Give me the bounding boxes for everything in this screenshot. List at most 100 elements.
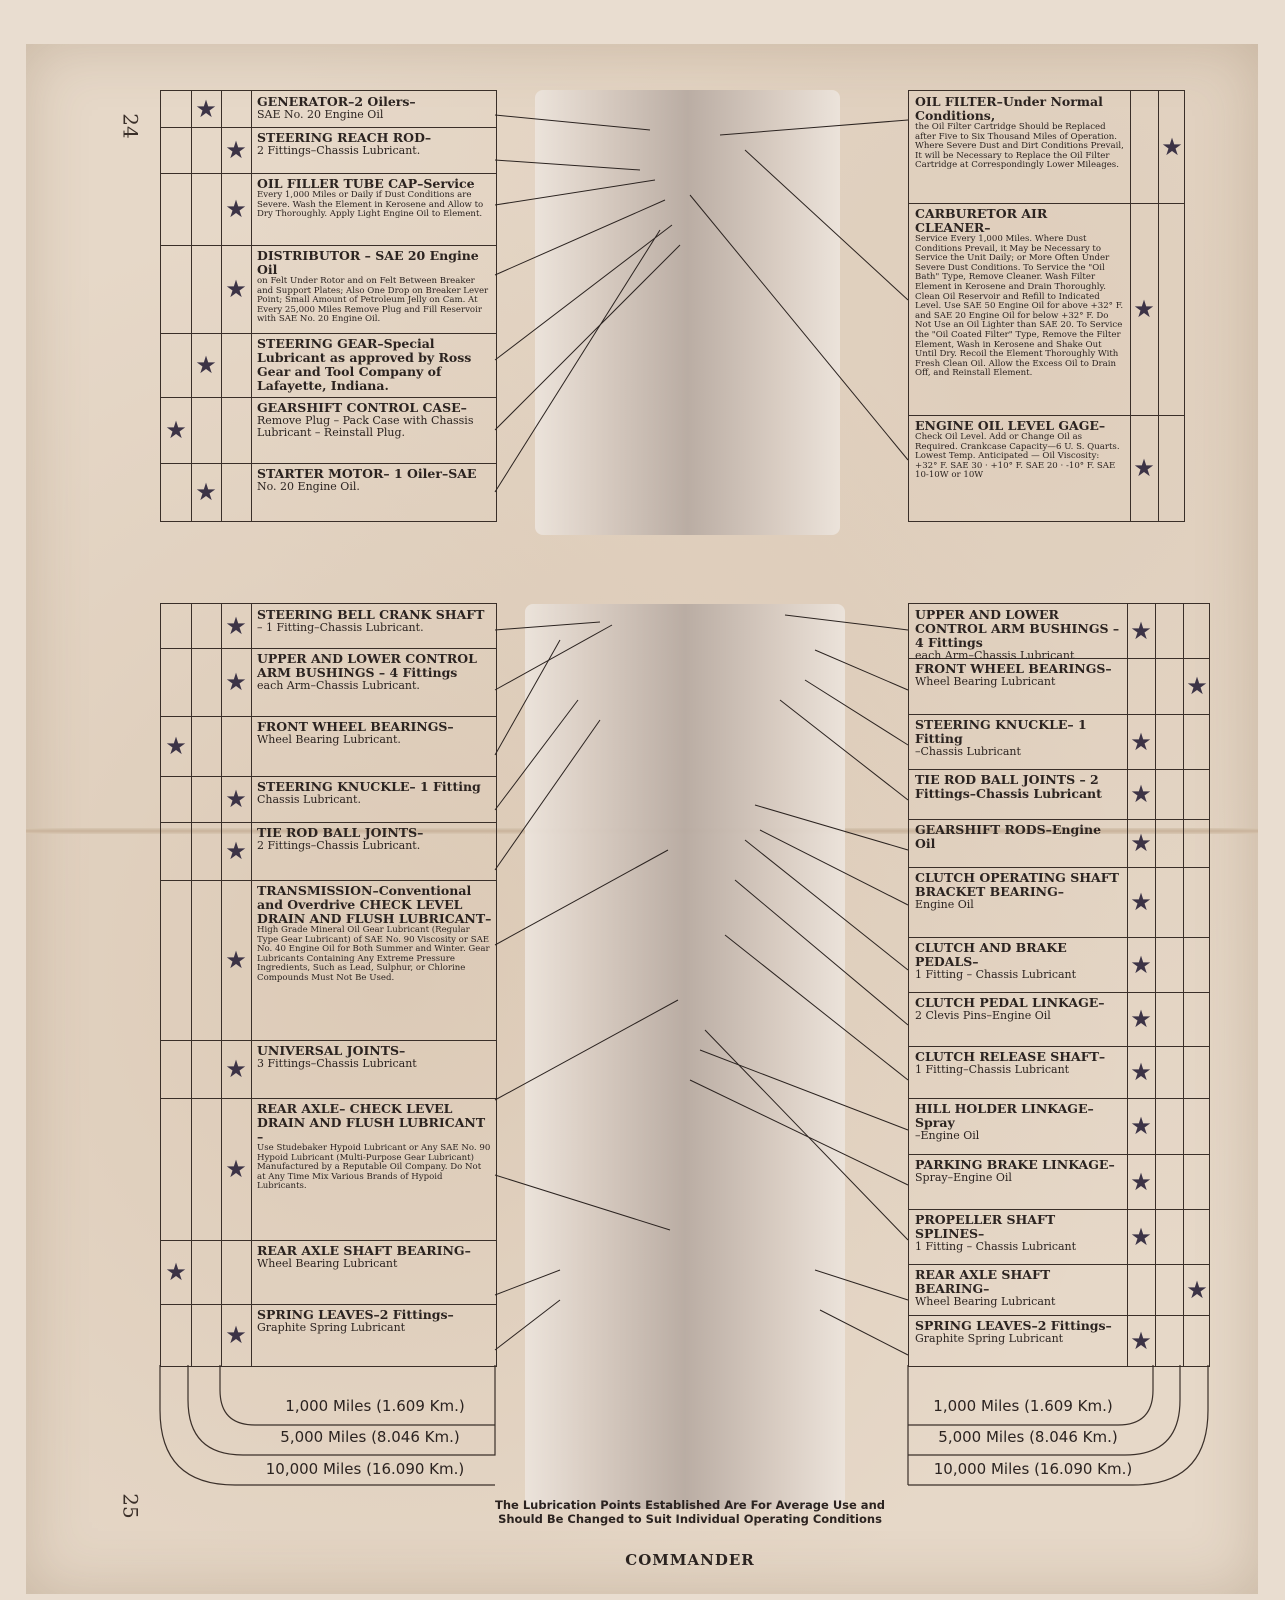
lubrication-title: UPPER AND LOWER CONTROL ARM BUSHINGS – 4… bbox=[257, 651, 477, 680]
service-interval-star-icon: ★ bbox=[225, 668, 247, 696]
lubrication-point-label: PROPELLER SHAFT SPLINES–1 Fitting – Chas… bbox=[909, 1209, 1127, 1264]
lubrication-point-label: UPPER AND LOWER CONTROL ARM BUSHINGS – 4… bbox=[909, 604, 1127, 662]
service-interval-star-icon: ★ bbox=[1130, 1112, 1152, 1140]
lubrication-row: SPRING LEAVES–2 Fittings–Graphite Spring… bbox=[161, 1304, 496, 1366]
lubrication-row: FRONT WHEEL BEARINGS–Wheel Bearing Lubri… bbox=[161, 716, 496, 777]
lubrication-point-label: UNIVERSAL JOINTS–3 Fittings–Chassis Lubr… bbox=[251, 1040, 498, 1098]
lubrication-row: GENERATOR–2 Oilers–SAE No. 20 Engine Oil… bbox=[161, 91, 496, 128]
lubrication-title: PARKING BRAKE LINKAGE– bbox=[915, 1157, 1115, 1172]
lubrication-row: REAR AXLE SHAFT BEARING–Wheel Bearing Lu… bbox=[909, 1264, 1209, 1316]
service-interval-star-icon: ★ bbox=[1130, 829, 1152, 857]
lubrication-desc: 1 Fitting – Chassis Lubricant bbox=[915, 968, 1077, 981]
lubrication-title: STARTER MOTOR– 1 Oiler–SAE bbox=[257, 466, 477, 481]
lubrication-desc: Remove Plug – Pack Case with Chassis Lub… bbox=[257, 414, 474, 439]
lubrication-desc: Spray–Engine Oil bbox=[915, 1171, 1012, 1184]
lubrication-row: TRANSMISSION–Conventional and Overdrive … bbox=[161, 880, 496, 1041]
lubrication-title: HILL HOLDER LINKAGE–Spray bbox=[915, 1101, 1094, 1130]
lubrication-desc: Wheel Bearing Lubricant bbox=[915, 675, 1056, 688]
lubrication-title: REAR AXLE SHAFT BEARING– bbox=[257, 1243, 471, 1258]
service-interval-star-icon: ★ bbox=[225, 837, 247, 865]
lubrication-row: CLUTCH RELEASE SHAFT–1 Fitting–Chassis L… bbox=[909, 1046, 1209, 1099]
lubrication-title: SPRING LEAVES–2 Fittings– bbox=[915, 1318, 1112, 1333]
service-interval-star-icon: ★ bbox=[1130, 1005, 1152, 1033]
lubrication-point-label: GEARSHIFT CONTROL CASE–Remove Plug – Pac… bbox=[251, 397, 498, 463]
lubrication-title: GENERATOR–2 Oilers– bbox=[257, 94, 416, 109]
lubrication-desc: 2 Clevis Pins–Engine Oil bbox=[915, 1009, 1051, 1022]
column-divider bbox=[191, 604, 192, 1366]
lubrication-desc: Wheel Bearing Lubricant bbox=[257, 1257, 398, 1270]
lubrication-point-label: GENERATOR–2 Oilers–SAE No. 20 Engine Oil bbox=[251, 91, 498, 127]
table-bottom-right: UPPER AND LOWER CONTROL ARM BUSHINGS – 4… bbox=[908, 603, 1210, 1367]
lubrication-point-label: STEERING KNUCKLE– 1 Fitting–Chassis Lubr… bbox=[909, 714, 1127, 769]
lubrication-title: CLUTCH PEDAL LINKAGE– bbox=[915, 995, 1105, 1010]
lubrication-row: FRONT WHEEL BEARINGS–Wheel Bearing Lubri… bbox=[909, 658, 1209, 715]
lubrication-sub: on Felt Under Rotor and on Felt Between … bbox=[257, 276, 489, 325]
column-divider bbox=[1183, 604, 1184, 1366]
service-interval-star-icon: ★ bbox=[1130, 1326, 1152, 1355]
service-interval-star-icon: ★ bbox=[1130, 1222, 1152, 1251]
lubrication-desc: 1 Fitting – Chassis Lubricant bbox=[915, 1240, 1077, 1253]
lubrication-desc: each Arm–Chassis Lubricant. bbox=[257, 679, 420, 692]
column-divider bbox=[221, 604, 222, 1366]
lubrication-desc: Wheel Bearing Lubricant. bbox=[257, 733, 401, 746]
lubrication-sub: Check Oil Level. Add or Change Oil as Re… bbox=[915, 432, 1120, 481]
lubrication-point-label: REAR AXLE SHAFT BEARING–Wheel Bearing Lu… bbox=[909, 1264, 1127, 1315]
lubrication-title: SPRING LEAVES–2 Fittings– bbox=[257, 1307, 454, 1322]
mileage-left-10000: 10,000 Miles (16.090 Km.) bbox=[265, 1460, 465, 1478]
mileage-right-5000: 5,000 Miles (8.046 Km.) bbox=[938, 1428, 1118, 1446]
lubrication-title: TIE ROD BALL JOINTS – 2 Fittings–Chassis… bbox=[915, 772, 1102, 801]
lubrication-row: UNIVERSAL JOINTS–3 Fittings–Chassis Lubr… bbox=[161, 1040, 496, 1099]
service-interval-star-icon: ★ bbox=[225, 275, 247, 303]
lubrication-desc: 1 Fitting–Chassis Lubricant bbox=[915, 1063, 1070, 1076]
lubrication-row: UPPER AND LOWER CONTROL ARM BUSHINGS – 4… bbox=[161, 648, 496, 717]
lubrication-row: REAR AXLE– CHECK LEVEL DRAIN AND FLUSH L… bbox=[161, 1098, 496, 1241]
service-interval-star-icon: ★ bbox=[1130, 1167, 1152, 1196]
lubrication-title: FRONT WHEEL BEARINGS– bbox=[257, 719, 454, 734]
lubrication-title: TRANSMISSION–Conventional and Overdrive … bbox=[257, 883, 492, 926]
lubrication-point-label: ENGINE OIL LEVEL GAGE–Check Oil Level. A… bbox=[909, 415, 1130, 521]
lubrication-row: TIE ROD BALL JOINTS – 2 Fittings–Chassis… bbox=[909, 769, 1209, 820]
lubrication-title: GEARSHIFT RODS–Engine Oil bbox=[915, 822, 1102, 851]
lubrication-title: FRONT WHEEL BEARINGS– bbox=[915, 661, 1112, 676]
lubrication-point-label: FRONT WHEEL BEARINGS–Wheel Bearing Lubri… bbox=[909, 658, 1127, 714]
column-divider bbox=[251, 604, 252, 1366]
service-interval-star-icon: ★ bbox=[1186, 1275, 1208, 1304]
lubrication-point-label: SPRING LEAVES–2 Fittings–Graphite Spring… bbox=[251, 1304, 498, 1366]
lubrication-title: STEERING GEAR–Special Lubricant as appro… bbox=[257, 336, 472, 393]
lubrication-point-label: CLUTCH AND BRAKE PEDALS–1 Fitting – Chas… bbox=[909, 937, 1127, 992]
chassis-photo-top bbox=[535, 90, 840, 535]
lubrication-desc: Graphite Spring Lubricant bbox=[257, 1321, 406, 1334]
column-divider bbox=[251, 91, 252, 521]
lubrication-desc: Engine Oil bbox=[915, 898, 974, 911]
lubrication-row: TIE ROD BALL JOINTS–2 Fittings–Chassis L… bbox=[161, 822, 496, 881]
lubrication-row: GEARSHIFT RODS–Engine Oil ★ bbox=[909, 819, 1209, 868]
lubrication-row: STEERING KNUCKLE– 1 Fitting–Chassis Lubr… bbox=[909, 714, 1209, 770]
lubrication-point-label: CLUTCH RELEASE SHAFT–1 Fitting–Chassis L… bbox=[909, 1046, 1127, 1098]
service-interval-star-icon: ★ bbox=[225, 1055, 247, 1083]
lubrication-sub: the Oil Filter Cartridge Should be Repla… bbox=[915, 122, 1124, 171]
mileage-right-10000: 10,000 Miles (16.090 Km.) bbox=[933, 1460, 1133, 1478]
column-divider bbox=[1130, 91, 1131, 521]
lubrication-point-label: OIL FILTER–Under Normal Conditions,the O… bbox=[909, 91, 1130, 203]
lubrication-row: SPRING LEAVES–2 Fittings–Graphite Spring… bbox=[909, 1315, 1209, 1366]
table-top-right: OIL FILTER–Under Normal Conditions,the O… bbox=[908, 90, 1185, 522]
lubrication-sub: Use Studebaker Hypoid Lubricant or Any S… bbox=[257, 1143, 491, 1192]
lubrication-point-label: PARKING BRAKE LINKAGE–Spray–Engine Oil bbox=[909, 1154, 1127, 1209]
lubrication-point-label: CLUTCH PEDAL LINKAGE–2 Clevis Pins–Engin… bbox=[909, 992, 1127, 1046]
lubrication-title: TIE ROD BALL JOINTS– bbox=[257, 825, 424, 840]
lubrication-title: UNIVERSAL JOINTS– bbox=[257, 1043, 406, 1058]
lubrication-title: STEERING REACH ROD– bbox=[257, 130, 432, 145]
lubrication-row: CLUTCH AND BRAKE PEDALS–1 Fitting – Chas… bbox=[909, 937, 1209, 993]
service-interval-star-icon: ★ bbox=[195, 478, 217, 506]
service-interval-star-icon: ★ bbox=[165, 1258, 187, 1286]
lubrication-sub: Service Every 1,000 Miles. Where Dust Co… bbox=[915, 234, 1124, 379]
service-interval-star-icon: ★ bbox=[225, 136, 247, 164]
lubrication-sub: Every 1,000 Miles or Daily if Dust Condi… bbox=[257, 190, 484, 220]
lubrication-title: STEERING BELL CRANK SHAFT bbox=[257, 607, 485, 622]
service-interval-star-icon: ★ bbox=[1130, 888, 1152, 916]
